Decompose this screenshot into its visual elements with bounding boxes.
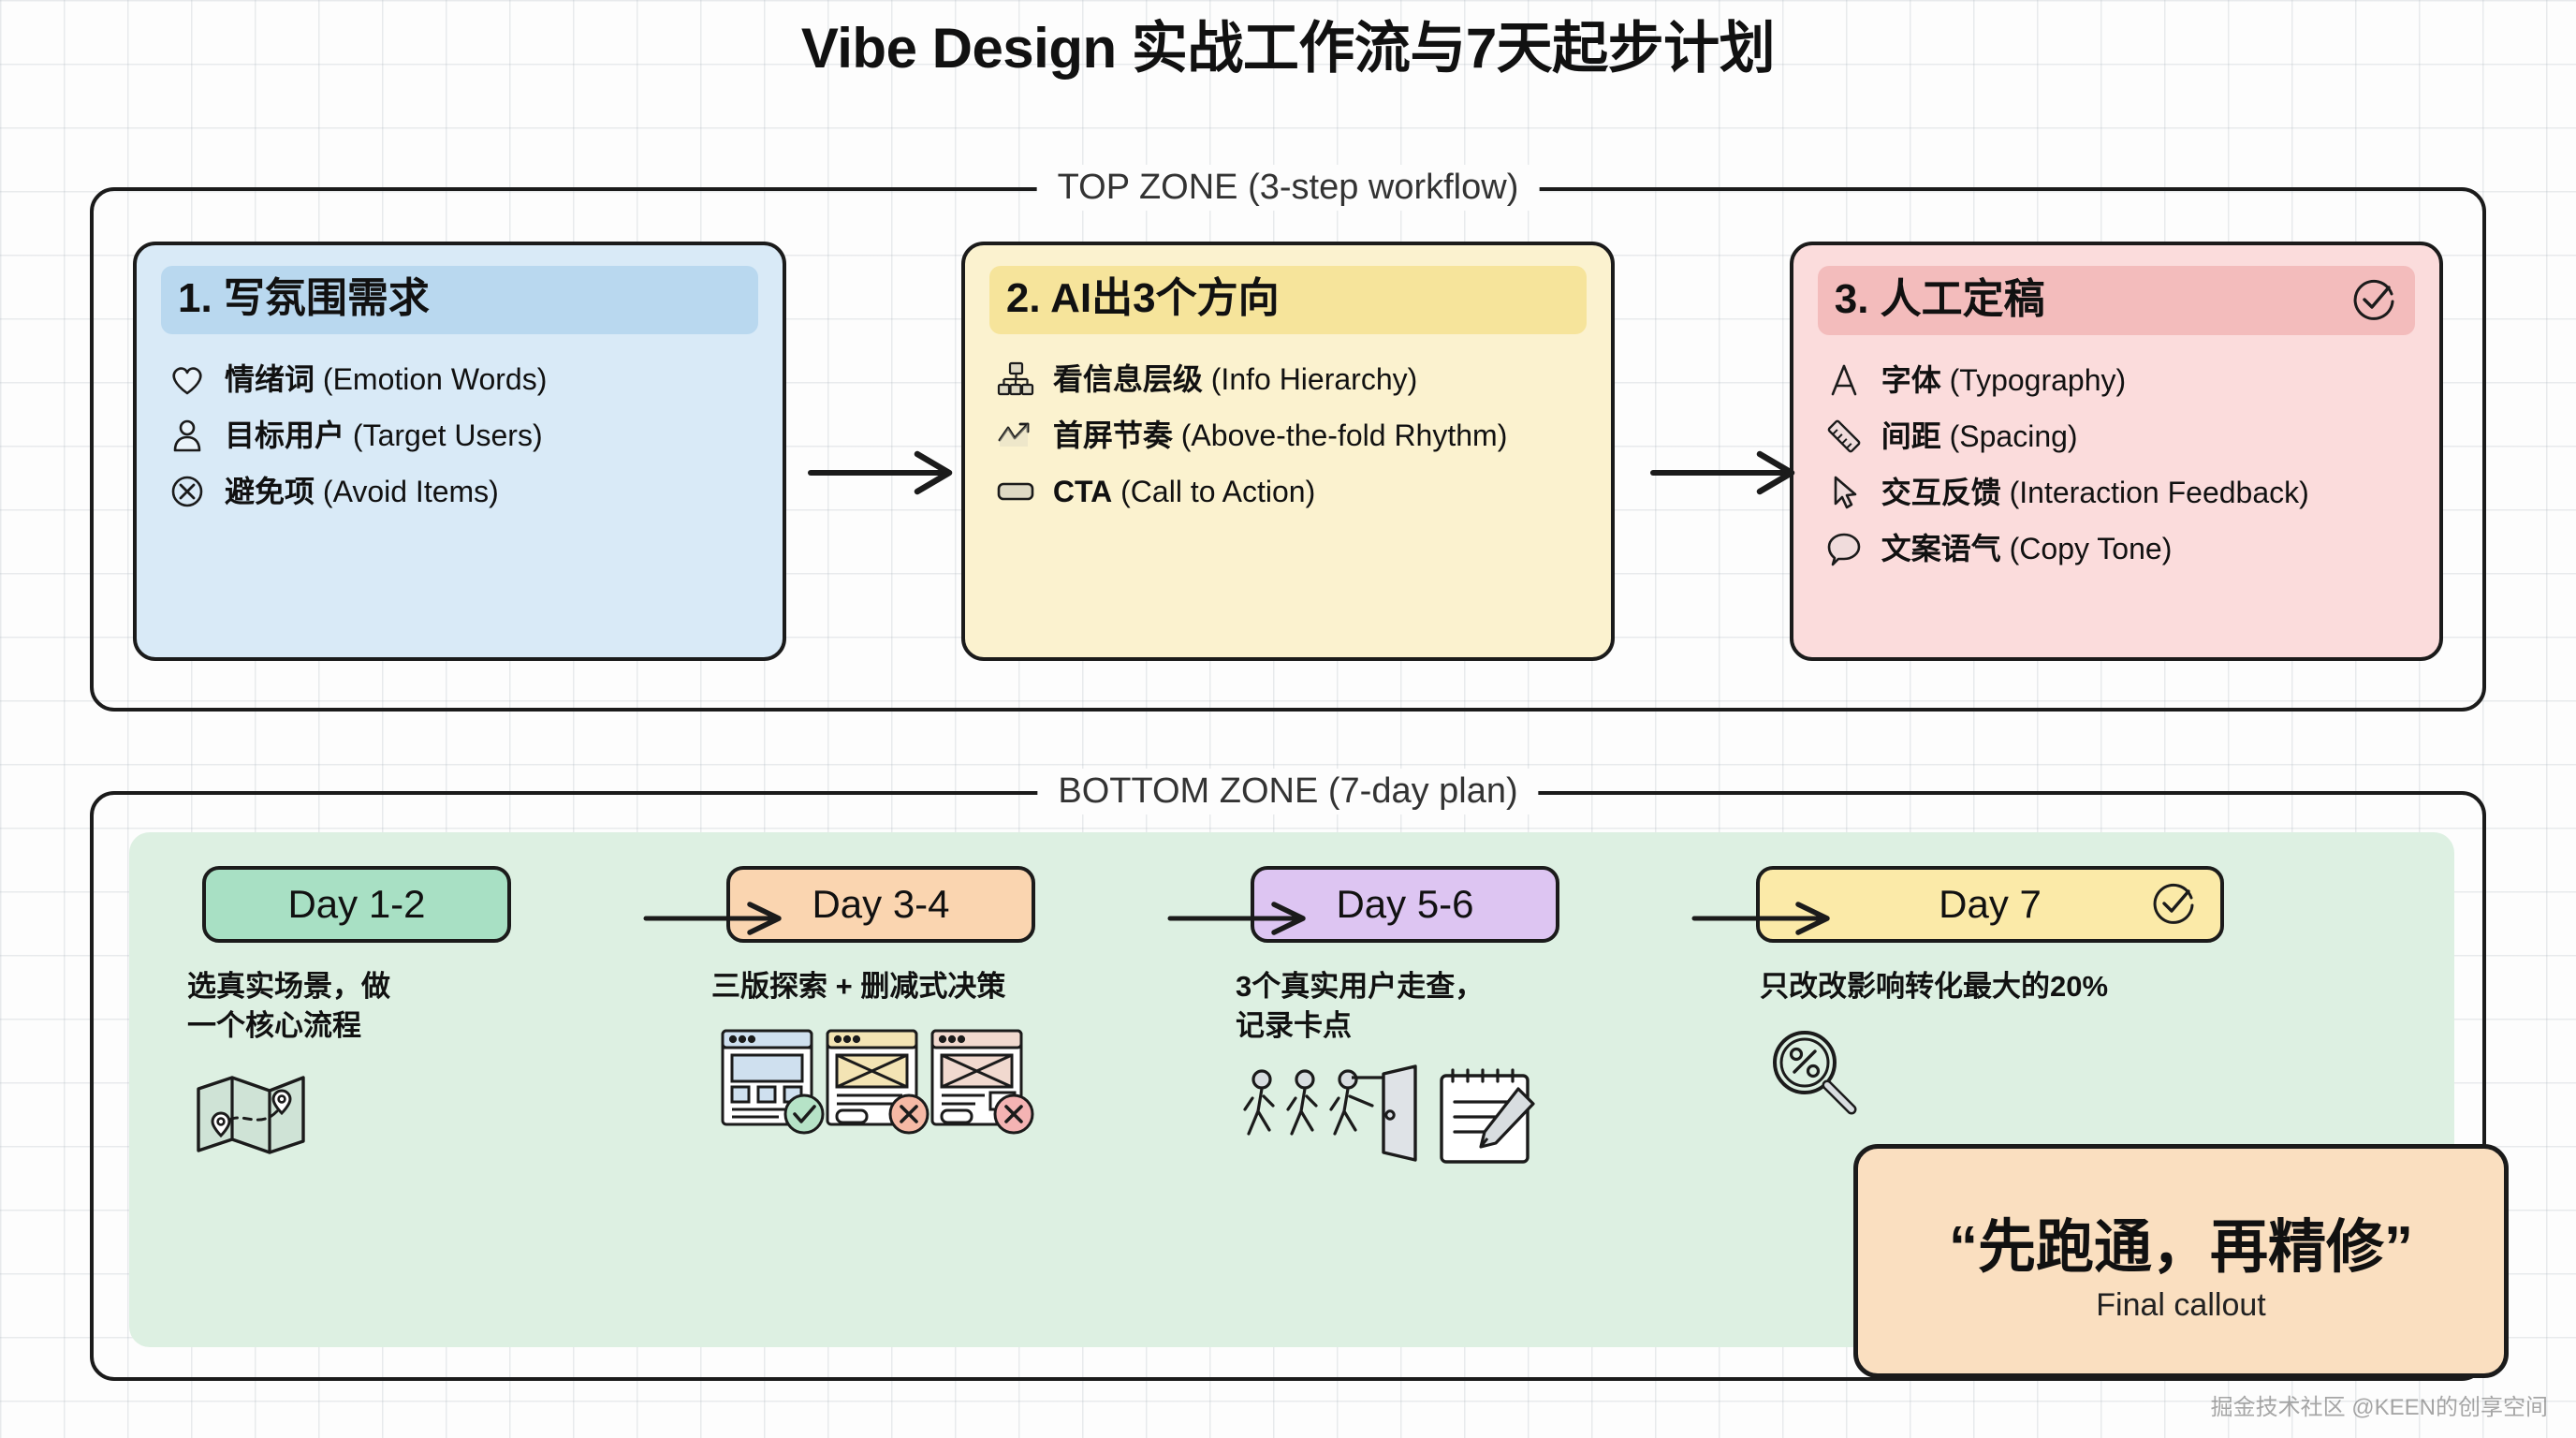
list-item-label: 目标用户 (Target Users) [225,418,543,452]
arrow-right-icon [642,900,801,937]
list-item-label: 情绪词 (Emotion Words) [225,361,548,396]
check-circle-icon [2149,879,2198,928]
day-pill-1-label: Day 1-2 [287,882,426,926]
day-pill-1[interactable]: Day 1-2 [202,866,511,943]
top-zone: TOP ZONE (3-step workflow) 1. 写氛围需求 情绪词 … [90,165,2486,712]
list-item-label: 字体 (Typography) [1881,363,2127,397]
day-column-4: Day 7 只改改影响转化最大的20% [1743,866,2267,1166]
list-item: 首屏节奏 (Above-the-fold Rhythm) [995,415,1587,456]
trend-chart-icon [995,415,1036,456]
usability-test-icon [1219,1063,1743,1166]
hierarchy-icon [995,359,1036,400]
arrow-right-icon [1166,900,1325,937]
card-1-header: 1. 写氛围需求 [161,266,759,334]
list-item-label: 避免项 (Avoid Items) [225,474,499,508]
workflow-card-2[interactable]: 2. AI出3个方向 看信息层级 (Info Hierarchy) 首屏节奏 (… [960,242,1616,661]
magnifier-percent-icon [1743,1023,2267,1126]
user-icon [167,415,208,456]
list-item-label: 首屏节奏 (Above-the-fold Rhythm) [1052,418,1508,452]
day-pill-4[interactable]: Day 7 [1756,866,2224,943]
day-pill-2[interactable]: Day 3-4 [726,866,1035,943]
list-item-label: 交互反馈 (Interaction Feedback) [1881,476,2309,509]
final-callout[interactable]: “先跑通，再精修” Final callout [1853,1144,2509,1378]
button-icon [995,471,1036,512]
bottom-zone-label: BOTTOM ZONE (7-day plan) [1037,769,1539,815]
day-pill-2-label: Day 3-4 [812,882,950,926]
day-2-description: 三版探索 + 删减式决策 [711,970,1006,1003]
card-2-header: 2. AI出3个方向 [988,266,1588,334]
day-1-description: 选真实场景，做 一个核心流程 [187,970,390,1042]
speech-bubble-icon [1823,528,1865,569]
three-wireframes-icon [695,1023,1219,1136]
list-item: 看信息层级 (Info Hierarchy) [995,359,1587,400]
day-pill-4-label: Day 7 [1939,882,2042,926]
list-item: 文案语气 (Copy Tone) [1823,528,2415,569]
day-4-description: 只改改影响转化最大的20% [1760,970,2109,1003]
card-3-list: 字体 (Typography) 间距 (Spacing) 交互反馈 (Inter… [1818,360,2415,569]
list-item: 交互反馈 (Interaction Feedback) [1823,472,2415,513]
watermark: 掘金技术社区 @KEEN的创享空间 [2210,1395,2548,1420]
card-3-title: 3. 人工定稿 [1834,275,2045,322]
card-2-list: 看信息层级 (Info Hierarchy) 首屏节奏 (Above-the-f… [989,359,1587,512]
day-pill-3[interactable]: Day 5-6 [1251,866,1559,943]
card-1-title: 1. 写氛围需求 [178,275,430,321]
list-item: 情绪词 (Emotion Words) [167,359,758,400]
day-pill-3-label: Day 5-6 [1336,882,1474,926]
arrow-right-icon [1647,440,1816,506]
day-column-2: Day 3-4 三版探索 + 删减式决策 [695,866,1219,1166]
top-zone-cards: 1. 写氛围需求 情绪词 (Emotion Words) 目标用户 (Targe… [94,191,2482,708]
letter-a-icon [1823,360,1865,401]
top-zone-label: TOP ZONE (3-step workflow) [1036,165,1540,212]
day-column-3: Day 5-6 3个真实用户走查， 记录卡点 [1219,866,1743,1166]
list-item: 字体 (Typography) [1823,360,2415,401]
workflow-card-3[interactable]: 3. 人工定稿 字体 (Typography) 间距 (Spacing) [1789,242,2443,661]
card-3-header: 3. 人工定稿 [1817,266,2415,335]
workflow-card-1[interactable]: 1. 写氛围需求 情绪词 (Emotion Words) 目标用户 (Targe… [133,242,787,661]
final-callout-quote: “先跑通，再精修” [1948,1214,2413,1280]
list-item: CTA (Call to Action) [995,471,1587,512]
list-item: 目标用户 (Target Users) [167,415,758,456]
list-item-label: 文案语气 (Copy Tone) [1881,532,2173,565]
cursor-icon [1823,472,1865,513]
arrow-right-icon [1690,900,1850,937]
list-item-label: 间距 (Spacing) [1881,419,2078,453]
x-circle-icon [167,471,208,512]
list-item: 避免项 (Avoid Items) [167,471,758,512]
check-circle-icon [2349,275,2398,324]
card-2-title: 2. AI出3个方向 [1005,275,1280,321]
day-column-1: Day 1-2 选真实场景，做 一个核心流程 [170,866,695,1166]
day-columns: Day 1-2 选真实场景，做 一个核心流程 [129,832,2454,1166]
card-1-list: 情绪词 (Emotion Words) 目标用户 (Target Users) … [161,359,758,512]
final-callout-subtitle: Final callout [2096,1286,2266,1323]
list-item: 间距 (Spacing) [1823,416,2415,457]
arrow-right-icon [805,440,973,506]
list-item-label: CTA (Call to Action) [1052,474,1316,508]
ruler-icon [1823,416,1865,457]
page-title: Vibe Design 实战工作流与7天起步计划 [800,17,1776,80]
heart-icon [167,359,208,400]
list-item-label: 看信息层级 (Info Hierarchy) [1052,361,1418,396]
day-3-description: 3个真实用户走查， 记录卡点 [1236,970,1485,1042]
folded-map-icon [170,1063,695,1164]
